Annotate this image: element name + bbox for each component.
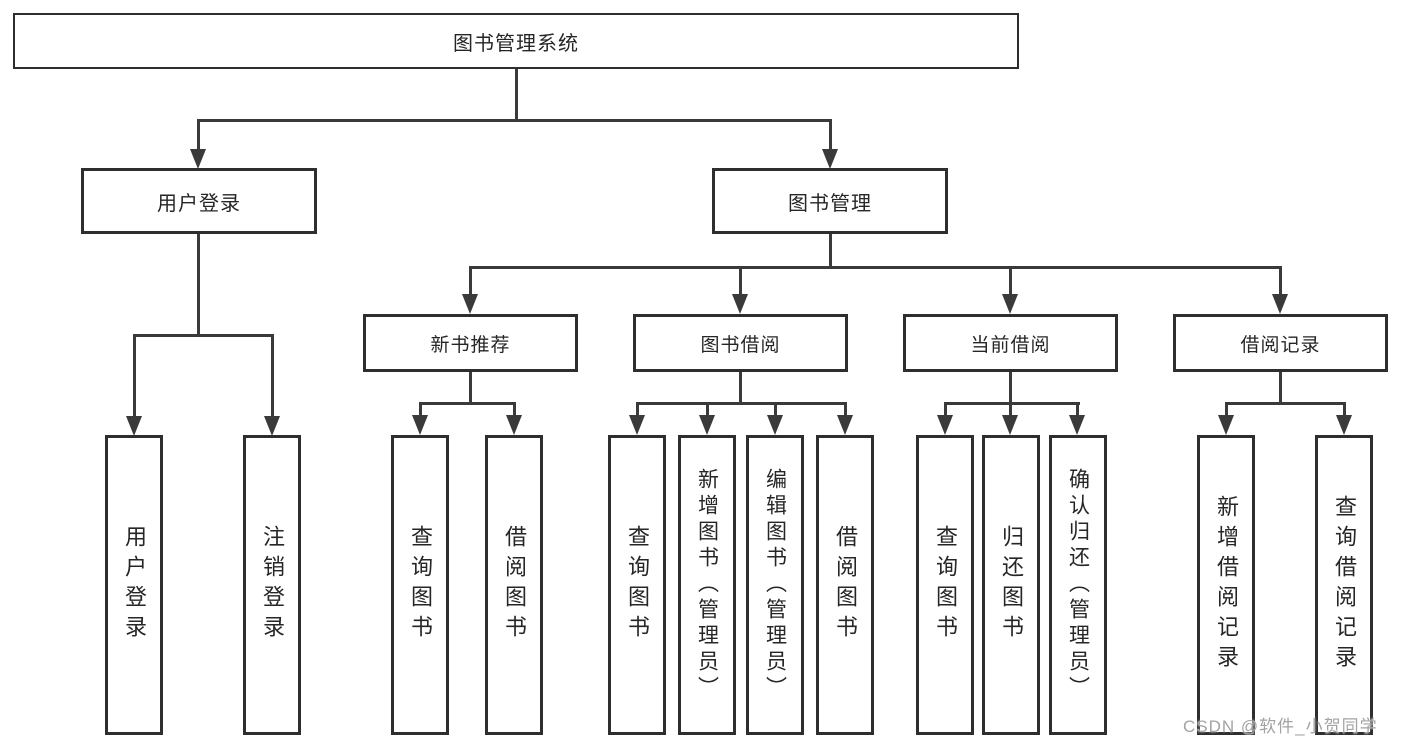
arrow-down-icon xyxy=(1002,415,1018,435)
arrow-down-icon xyxy=(506,415,522,435)
arrow-down-icon xyxy=(264,416,280,436)
arrow-down-icon xyxy=(126,416,142,436)
arrow-down-icon xyxy=(462,294,478,314)
connector-line xyxy=(469,266,472,294)
arrow-down-icon xyxy=(937,415,953,435)
arrow-down-icon xyxy=(412,415,428,435)
arrow-down-icon xyxy=(837,415,853,435)
connector-line xyxy=(419,402,516,405)
node-user-login-group-label: 用户登录 xyxy=(157,192,241,215)
leaf-query-books-1-label: 查询图书 xyxy=(408,525,433,645)
connector-line xyxy=(829,119,832,151)
arrow-down-icon xyxy=(1069,415,1085,435)
node-borrowing-records: 借阅记录 xyxy=(1173,314,1388,372)
connector-line xyxy=(197,233,200,337)
connector-line xyxy=(1009,372,1012,405)
leaf-logout: 注销登录 xyxy=(243,435,301,735)
arrow-down-icon xyxy=(822,149,838,169)
node-root-label: 图书管理系统 xyxy=(453,32,579,55)
leaf-query-borrow-record-label: 查询借阅记录 xyxy=(1332,495,1357,675)
leaf-query-books-2: 查询图书 xyxy=(608,435,666,735)
leaf-user-login: 用户登录 xyxy=(105,435,163,735)
leaf-borrow-books-1: 借阅图书 xyxy=(485,435,543,735)
connector-line xyxy=(1076,402,1079,416)
leaf-confirm-return-admin-label: 确认归还（管理员） xyxy=(1066,468,1090,702)
leaf-edit-book-admin-label: 编辑图书（管理员） xyxy=(763,468,787,702)
connector-line xyxy=(197,119,200,151)
node-new-book-recommend: 新书推荐 xyxy=(363,314,578,372)
leaf-return-books: 归还图书 xyxy=(982,435,1040,735)
leaf-user-login-label: 用户登录 xyxy=(122,525,147,645)
node-book-management-group: 图书管理 xyxy=(712,168,948,234)
connector-line xyxy=(739,266,742,294)
node-book-borrowing: 图书借阅 xyxy=(633,314,848,372)
connector-line xyxy=(1009,402,1012,416)
leaf-query-books-3: 查询图书 xyxy=(916,435,974,735)
leaf-query-books-2-label: 查询图书 xyxy=(625,525,650,645)
arrow-down-icon xyxy=(767,415,783,435)
connector-line xyxy=(271,334,274,416)
arrow-down-icon xyxy=(732,294,748,314)
connector-line xyxy=(829,233,832,269)
arrow-down-icon xyxy=(629,415,645,435)
connector-line xyxy=(1343,402,1346,416)
arrow-down-icon xyxy=(1336,415,1352,435)
connector-line xyxy=(1225,402,1228,416)
connector-line xyxy=(636,402,847,405)
connector-line xyxy=(1279,372,1282,405)
connector-line xyxy=(944,402,947,416)
connector-line xyxy=(419,402,422,416)
leaf-add-borrow-record: 新增借阅记录 xyxy=(1197,435,1255,735)
node-current-borrowing-label: 当前借阅 xyxy=(970,334,1051,356)
csdn-watermark: CSDN @软件_小贺同学 xyxy=(1183,717,1378,736)
leaf-add-borrow-record-label: 新增借阅记录 xyxy=(1214,495,1239,675)
leaf-return-books-label: 归还图书 xyxy=(999,525,1024,645)
connector-line xyxy=(469,372,472,405)
leaf-borrow-books-2-label: 借阅图书 xyxy=(833,525,858,645)
connector-line xyxy=(1225,402,1346,405)
connector-line xyxy=(133,334,136,416)
leaf-add-book-admin: 新增图书（管理员） xyxy=(678,435,736,735)
connector-line xyxy=(515,68,518,120)
node-user-login-group: 用户登录 xyxy=(81,168,317,234)
connector-line xyxy=(1279,266,1282,294)
connector-line xyxy=(197,119,832,122)
leaf-edit-book-admin: 编辑图书（管理员） xyxy=(746,435,804,735)
arrow-down-icon xyxy=(1002,294,1018,314)
node-borrowing-records-label: 借阅记录 xyxy=(1240,334,1321,356)
connector-line xyxy=(844,402,847,416)
leaf-query-borrow-record: 查询借阅记录 xyxy=(1315,435,1373,735)
connector-line xyxy=(133,334,274,337)
leaf-borrow-books-1-label: 借阅图书 xyxy=(502,525,527,645)
leaf-query-books-3-label: 查询图书 xyxy=(933,525,958,645)
connector-line xyxy=(706,402,709,416)
arrow-down-icon xyxy=(1272,294,1288,314)
connector-line xyxy=(1009,266,1012,294)
leaf-borrow-books-2: 借阅图书 xyxy=(816,435,874,735)
node-book-borrowing-label: 图书借阅 xyxy=(700,334,781,356)
arrow-down-icon xyxy=(699,415,715,435)
node-book-management-group-label: 图书管理 xyxy=(788,192,872,215)
arrow-down-icon xyxy=(1218,415,1234,435)
node-root: 图书管理系统 xyxy=(13,13,1019,69)
leaf-logout-label: 注销登录 xyxy=(260,525,285,645)
connector-line xyxy=(636,402,639,416)
connector-line xyxy=(944,402,1080,405)
connector-line xyxy=(513,402,516,416)
leaf-add-book-admin-label: 新增图书（管理员） xyxy=(695,468,719,702)
leaf-query-books-1: 查询图书 xyxy=(391,435,449,735)
node-current-borrowing: 当前借阅 xyxy=(903,314,1118,372)
arrow-down-icon xyxy=(190,149,206,169)
node-new-book-recommend-label: 新书推荐 xyxy=(430,334,511,356)
connector-line xyxy=(774,402,777,416)
connector-line xyxy=(739,372,742,405)
leaf-confirm-return-admin: 确认归还（管理员） xyxy=(1049,435,1107,735)
connector-line xyxy=(469,266,1282,269)
